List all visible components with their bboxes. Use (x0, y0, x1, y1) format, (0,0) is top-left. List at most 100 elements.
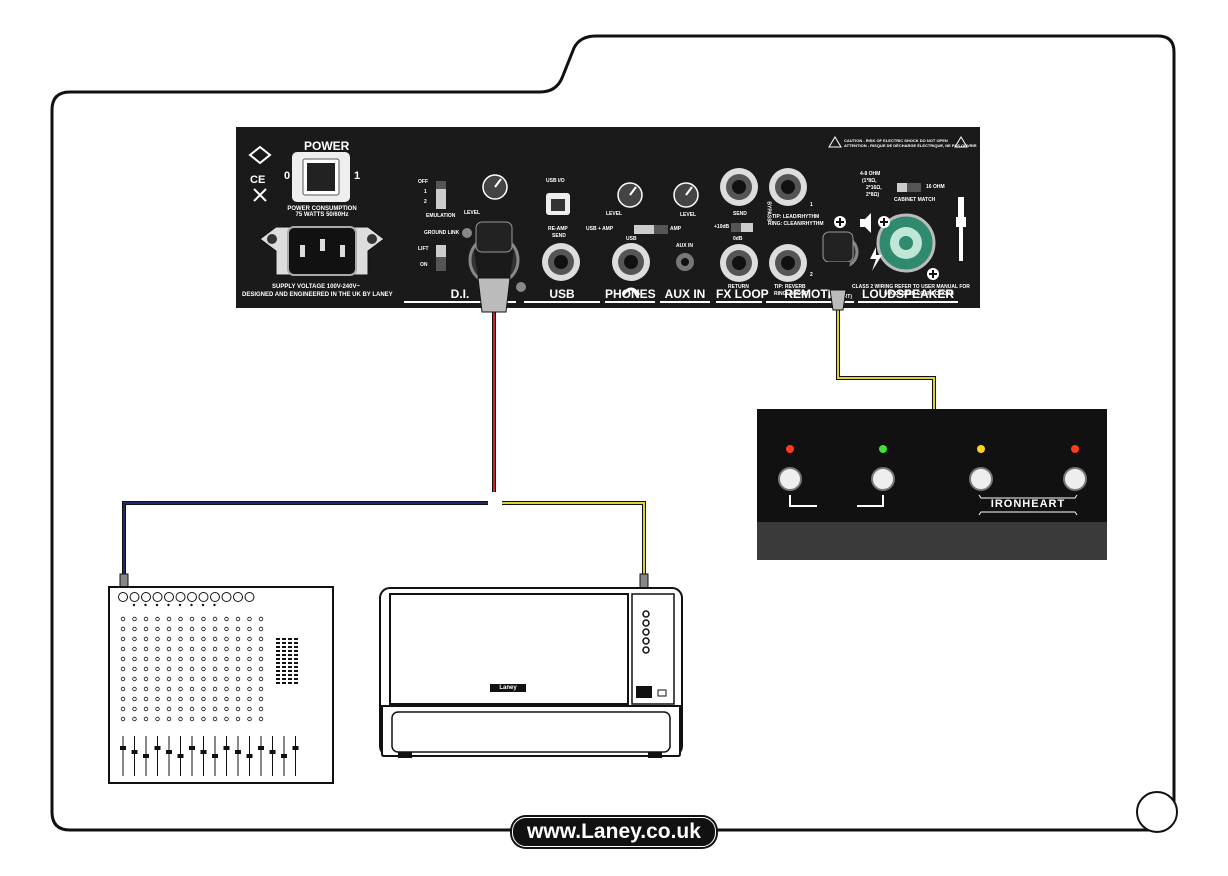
mixer-channel-knob (224, 666, 229, 672)
mixer-channel-knob (247, 616, 252, 622)
di-plug-body (474, 250, 514, 278)
remote-cable (836, 308, 936, 410)
mixer-channel-knob (120, 646, 126, 652)
mixer-channel-knob (212, 636, 218, 642)
aux-level-label: LEVEL (680, 212, 697, 218)
mixer-channel-knob (212, 616, 218, 622)
amp-head (379, 587, 683, 758)
mixer-channel-knob (132, 616, 137, 622)
mixer-meter (282, 682, 286, 684)
mixer-channel-knob (212, 686, 218, 692)
mixer-channel-knob (120, 696, 126, 702)
footswitch-button-3 (969, 467, 993, 491)
mixer-channel-knob (166, 626, 172, 632)
mixer-channel-knob (178, 676, 183, 682)
mixer-channel-knob (224, 676, 229, 682)
mixer-meter (282, 646, 286, 648)
footswitch-led-4 (1071, 445, 1079, 453)
mixer-channel-knob (258, 646, 264, 652)
mixer-channel-knob (120, 636, 126, 642)
footswitch-brand: IRONHEART (990, 498, 1066, 510)
mixer-channel-knob (132, 696, 137, 702)
mixer-channel-knob (189, 656, 195, 662)
mixer-channel-knob (189, 706, 195, 712)
mixer-meter (276, 650, 280, 652)
bracket-left (789, 495, 817, 507)
ohm-b-label: 2*16Ω, (866, 185, 882, 191)
mixer-meter (282, 642, 286, 644)
fx-send-label: SEND (733, 211, 747, 217)
mixer-channel-knob (189, 676, 195, 682)
mixer-fader (258, 746, 264, 750)
lightning-icon (870, 247, 882, 271)
mixer-channel-knob (224, 706, 229, 712)
mixer-input-knob (198, 592, 209, 602)
mixer-fader (154, 746, 161, 750)
mixer-channel-knob (235, 686, 241, 692)
usb-amp-label: USB + AMP (586, 226, 614, 232)
section-loudspeaker: LOUDSPEAKER (858, 287, 958, 303)
emulation-switch (436, 181, 446, 209)
designed-in-uk: DESIGNED AND ENGINEERED IN THE UK BY LAN… (242, 292, 393, 298)
mixer-channel-knob (235, 656, 241, 662)
mixer-input-knob (129, 592, 140, 602)
phones-mode-switch (634, 225, 668, 234)
supply-voltage: SUPPLY VOLTAGE 100V-240V~ (272, 284, 360, 290)
mixer-meter (276, 666, 280, 668)
mixer-input-knob (164, 592, 174, 602)
mixer-channel-knob (178, 696, 183, 702)
mixer-channel-knob (235, 626, 241, 632)
mixer-channel-knob (143, 656, 149, 662)
mixer-channel-knob (120, 706, 126, 712)
mixer-channel-knob (247, 706, 252, 712)
mixer-channel-knob (235, 696, 241, 702)
mixer-fader (235, 750, 241, 754)
mixer-input-knob (210, 592, 220, 602)
di-plug-boot (477, 277, 511, 313)
mixer-channel-knob (224, 716, 229, 722)
section-aux-in: AUX IN (660, 287, 710, 303)
mixer-channel-knob (201, 716, 206, 722)
mixer-fader (223, 746, 230, 750)
mixer-indicator (213, 603, 216, 607)
mixer-channel-knob (143, 646, 149, 652)
mixer-meter (288, 650, 292, 652)
mixer-meter (288, 658, 292, 660)
di-one-label: 1 (424, 189, 427, 195)
mixer-indicator (190, 603, 193, 607)
mixer-channel-knob (120, 666, 126, 672)
mixer-fader (177, 754, 184, 758)
mixer-channel-knob (212, 716, 218, 722)
mixer-channel-knob (247, 656, 252, 662)
mixer-channel-knob (178, 656, 183, 662)
mixer-channel-knob (235, 666, 241, 672)
mixer-fader (212, 754, 218, 758)
mixer-input-knob (187, 592, 197, 602)
remote-2-label: 2 (810, 272, 813, 278)
mixer-input-knob (175, 592, 186, 602)
mixer-channel-knob (143, 666, 149, 672)
mixer-channel-knob (189, 646, 195, 652)
section-fx-loop: FX LOOP (716, 287, 769, 303)
mixer-channel-knob (247, 666, 252, 672)
mixer-channel-knob (224, 616, 229, 622)
mixer-channel-knob (143, 676, 149, 682)
mixer-channel-knob (132, 646, 137, 652)
mixer-meter (294, 682, 298, 684)
mixer-channel-knob (212, 666, 218, 672)
mixer-channel-knob (189, 666, 195, 672)
jack-plug-icon (958, 197, 964, 217)
mixer-indicator (178, 603, 182, 607)
mixer-channel-knob (224, 656, 229, 662)
mixer-channel-knob (143, 696, 149, 702)
mixer-meter (294, 650, 298, 652)
mixer-channel-knob (120, 716, 126, 722)
amp-cable (502, 501, 646, 590)
mixer-channel-knob (201, 676, 206, 682)
mixer-meter (288, 666, 292, 668)
mixer-fader (269, 750, 276, 754)
mixer-channel-knob (212, 646, 218, 652)
mixer-channel-knob (120, 616, 126, 622)
mixer-channel-knob (155, 686, 160, 692)
